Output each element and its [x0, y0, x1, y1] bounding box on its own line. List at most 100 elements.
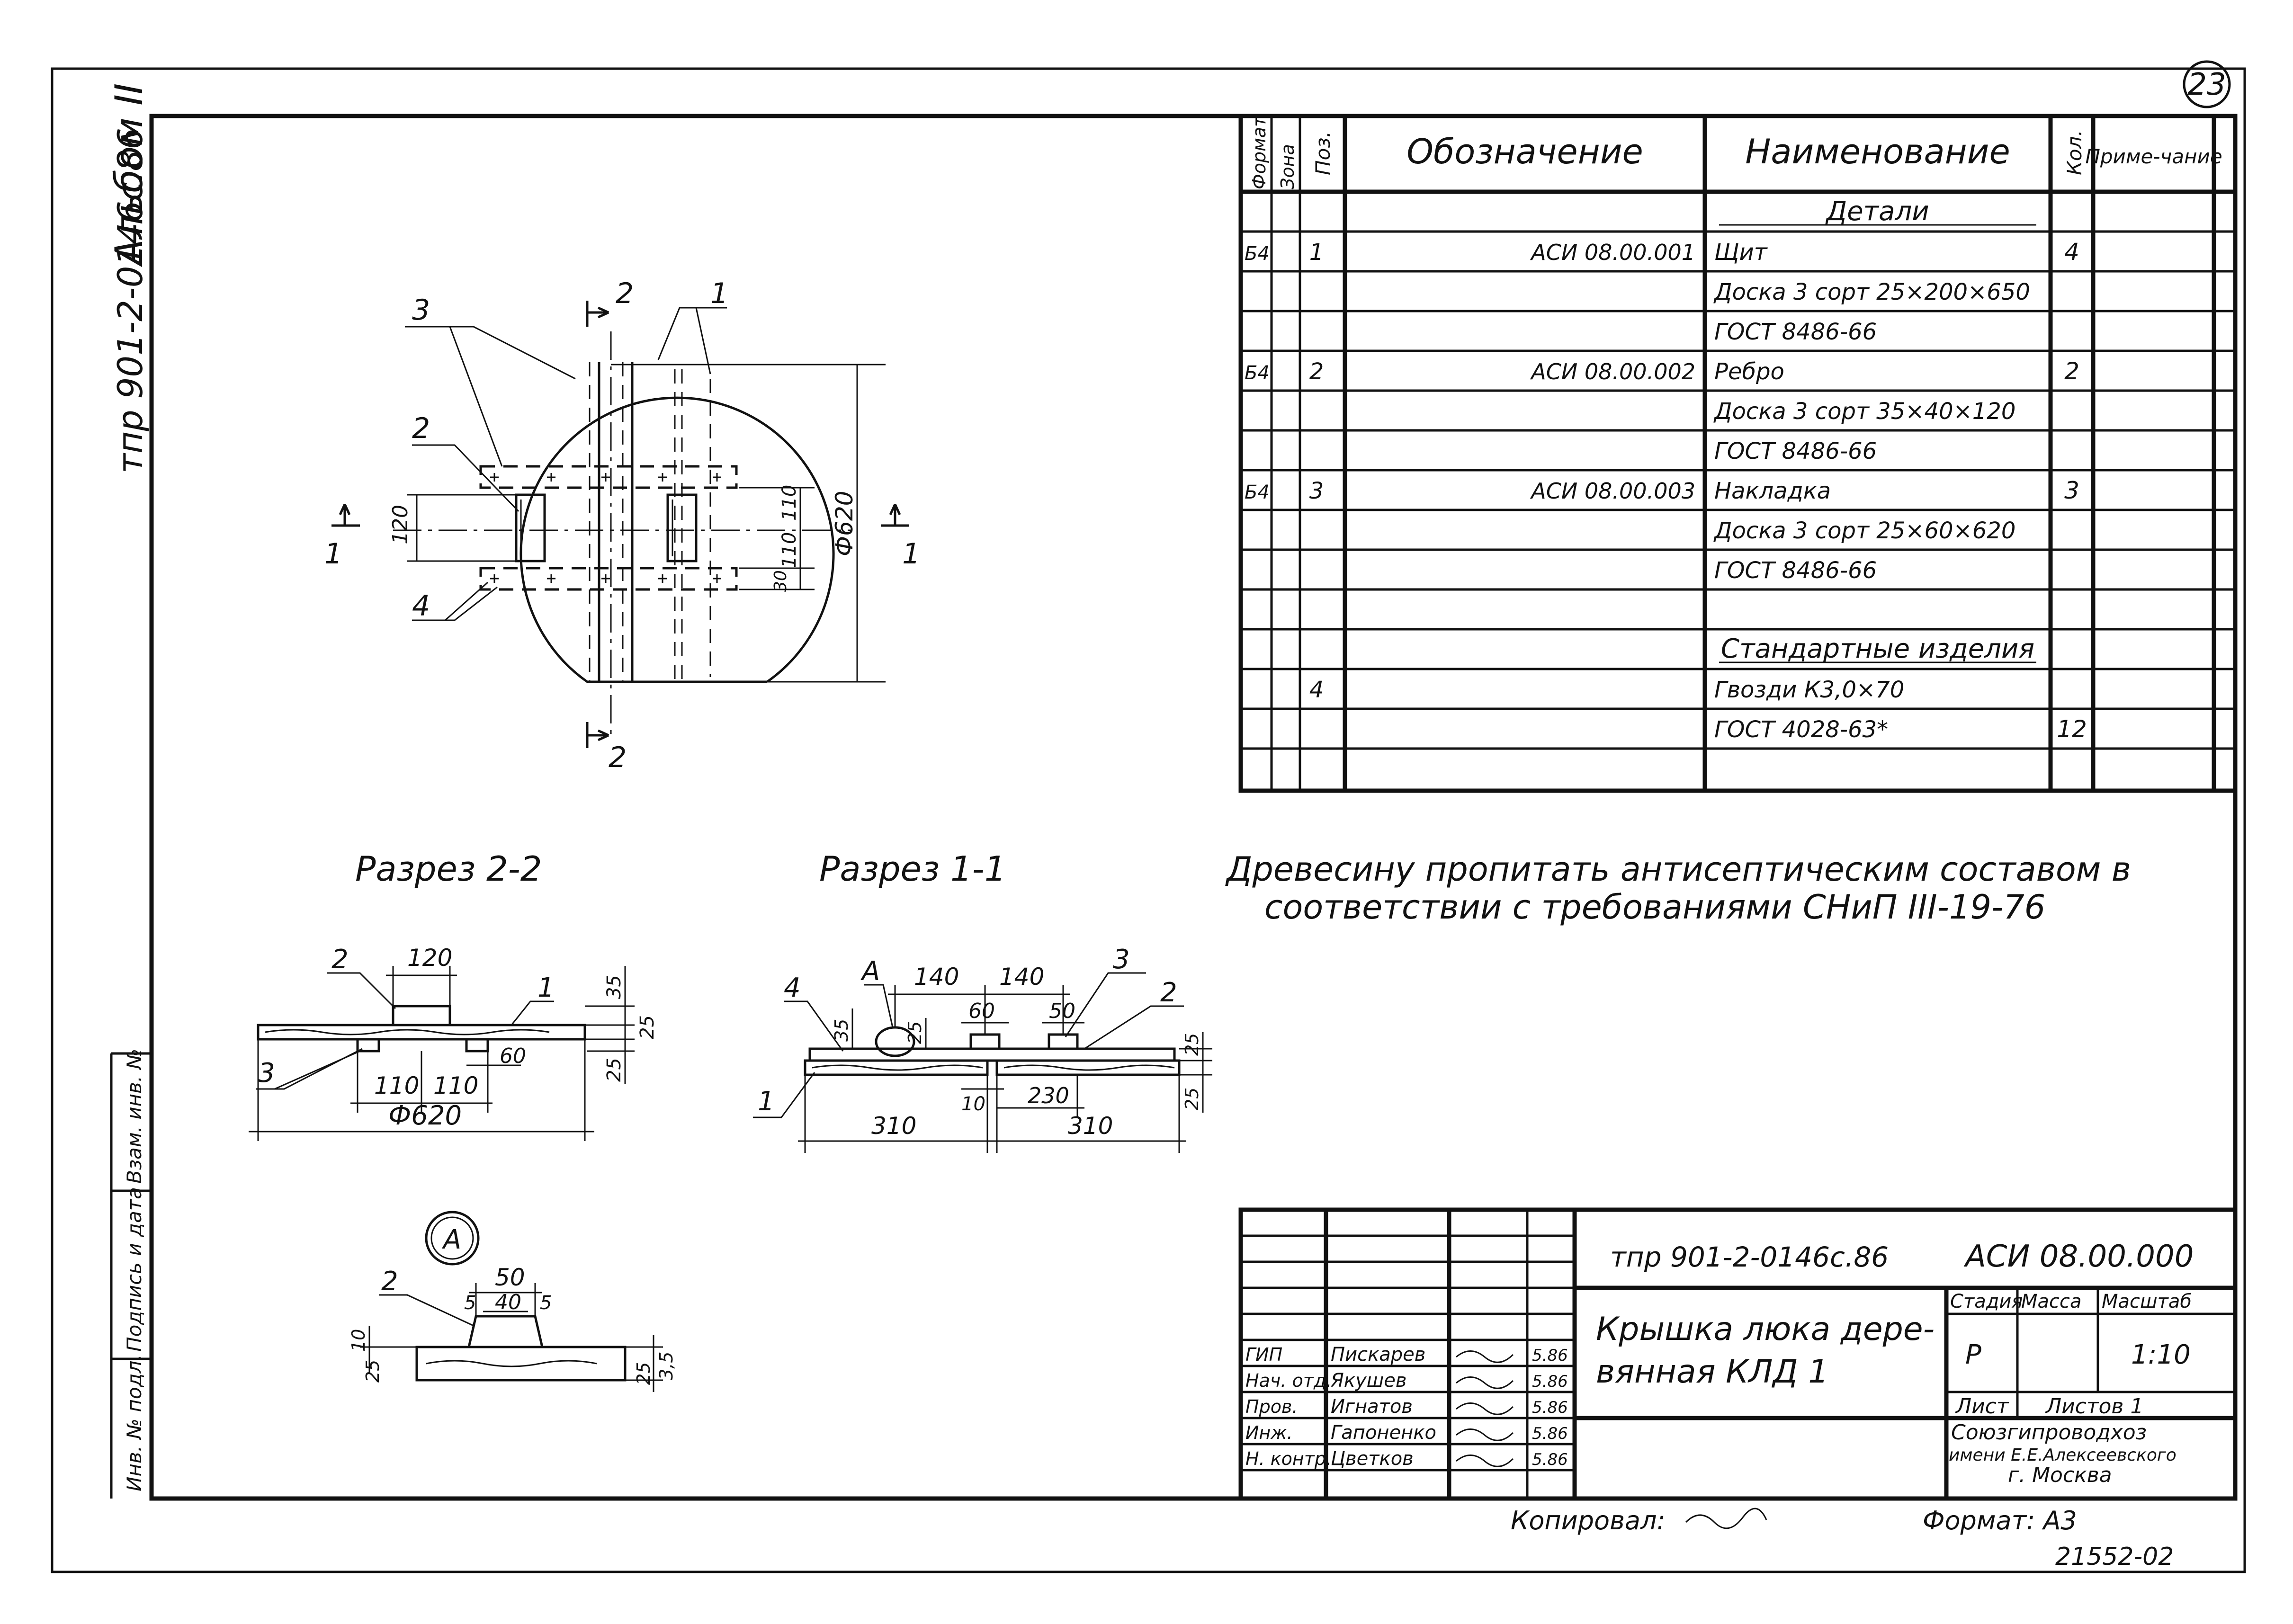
note-line-1: Древесину пропитать антисептическим сост…: [1225, 850, 2131, 889]
staff-2-signature: [1456, 1402, 1514, 1415]
page-number-circle: [2183, 60, 2231, 108]
plan-mark-2-bottom: 2: [609, 741, 627, 774]
rib-left: [515, 493, 546, 562]
staff-4-date: 5.86: [1532, 1450, 1568, 1469]
s11-dim-140-left: 140: [914, 963, 959, 990]
detail-a-dim-25-left: 25: [362, 1360, 383, 1383]
s11-dim-140-right: 140: [999, 963, 1044, 990]
detail-a-dim-3-5: 3,5: [656, 1352, 677, 1380]
spec-row-4-qty: 2: [2064, 357, 2079, 385]
tb-title-line-1: Крышка люка дере-: [1596, 1311, 1935, 1348]
spec-row-12-pos: 4: [1309, 677, 1324, 703]
s22-dim-35: 35: [603, 975, 625, 999]
spec-row-4-name: Ребро: [1714, 358, 1784, 385]
header-zone: Зона: [1277, 144, 1298, 189]
tb-scale-label: Масштаб: [2102, 1291, 2192, 1312]
spec-row-12-name: Гвозди К3,0×70: [1714, 677, 1904, 703]
tb-title-line-2: вянная КЛД 1: [1596, 1353, 1829, 1391]
staff-0-signature: [1456, 1350, 1514, 1363]
detail-a-dim-5-left: 5: [464, 1292, 476, 1314]
header-qty: Кол.: [2063, 130, 2086, 175]
spec-row-2-name: Доска 3 сорт 25×200×650: [1713, 279, 2030, 305]
spec-row-6-name: ГОСТ 8486-66: [1714, 438, 1877, 464]
spec-row-4-format: Б4: [1245, 362, 1270, 384]
replacement-label: Взам. инв. №: [123, 1049, 146, 1184]
spec-row-13-name: ГОСТ 4028-63*: [1714, 716, 1888, 743]
spec-row-1-name: Щит: [1714, 239, 1768, 266]
staff-4-name: Цветков: [1331, 1448, 1414, 1470]
plan-dim-diameter: Ф620: [831, 491, 858, 556]
staff-2-role: Пров.: [1245, 1396, 1298, 1417]
s22-dim-diameter: Ф620: [388, 1100, 462, 1131]
staff-1-name: Якушев: [1330, 1370, 1406, 1392]
staff-3-name: Гапоненко: [1331, 1422, 1436, 1444]
detail-a-dim-10: 10: [348, 1329, 369, 1352]
spec-row-8-name: Доска 3 сорт 25×60×620: [1713, 518, 2015, 544]
tb-scale: 1:10: [2131, 1339, 2191, 1370]
plan-mark-1-left: 1: [324, 537, 342, 571]
s11-dim-310-left: 310: [871, 1112, 916, 1140]
tb-sheet-label: Лист: [1955, 1394, 2009, 1419]
section-2-2-title: Разрез 2-2: [355, 849, 542, 889]
copied-signature: [1685, 1508, 1767, 1529]
inner-frame: [149, 114, 2238, 1501]
staff-2-name: Игнатов: [1331, 1396, 1413, 1418]
s11-leader-1: 1: [758, 1086, 775, 1117]
staff-4-signature: [1456, 1454, 1514, 1467]
spec-row-4-designation: АСИ 08.00.002: [1530, 359, 1695, 384]
plan-mark-2-top: 2: [616, 277, 634, 310]
staff-4-role: Н. контр.: [1245, 1448, 1332, 1469]
spec-row-7-pos: 3: [1309, 478, 1324, 504]
format-label: Формат: А3: [1923, 1506, 2077, 1535]
spec-row-7-name: Накладка: [1714, 478, 1831, 504]
cover-outline: [520, 396, 835, 683]
side-project-code: тпр 901-2-0146с.86: [110, 128, 150, 473]
staff-0-name: Пискарев: [1331, 1344, 1425, 1365]
spec-row-13-qty: 12: [2057, 715, 2087, 743]
staff-3-signature: [1456, 1428, 1514, 1441]
signature-label: Подпись и дата: [123, 1187, 146, 1352]
header-pos: Поз.: [1311, 131, 1335, 175]
section-1-1: Разрез 1-1 140 140 60 50 35 25 25: [753, 849, 1212, 1153]
spec-row-7-designation: АСИ 08.00.003: [1530, 478, 1695, 504]
staff-2-date: 5.86: [1532, 1398, 1568, 1417]
staff-0-date: 5.86: [1532, 1346, 1568, 1365]
spec-row-7-format: Б4: [1245, 482, 1270, 503]
plan-dim-30: 30: [771, 570, 790, 592]
plan-leader-3: 3: [412, 294, 430, 327]
s11-dim-60: 60: [968, 999, 995, 1023]
s11-dim-35: 35: [831, 1019, 852, 1042]
header-format: Формат: [1249, 116, 1270, 189]
plan-mark-1-right: 1: [902, 537, 920, 571]
s11-dim-230: 230: [1028, 1083, 1069, 1108]
note-line-2: соответствии с требованиями СНиП III-19-…: [1264, 888, 2045, 927]
copied-by-label: Копировал:: [1511, 1506, 1666, 1535]
detail-a-dim-25-right: 25: [633, 1362, 654, 1385]
staff-0-role: ГИП: [1245, 1344, 1282, 1365]
s11-dim-25-top: 25: [1182, 1033, 1202, 1056]
detail-a: А 50 40 5 5 10 25 25 3,5 2: [348, 1211, 677, 1392]
s22-dim-25-bottom: 25: [603, 1058, 625, 1082]
spec-row-11-name: Стандартные изделия: [1721, 634, 2034, 664]
s11-dim-10: 10: [961, 1093, 985, 1115]
tb-sheets-label: Листов 1: [2045, 1394, 2143, 1419]
detail-a-dim-50: 50: [495, 1264, 525, 1291]
tb-project: тпр 901-2-0146с.86: [1610, 1241, 1889, 1273]
outer-frame: [51, 67, 2246, 1573]
staff-3-date: 5.86: [1532, 1424, 1568, 1443]
s22-dim-60: 60: [500, 1044, 526, 1068]
plan-dim-110-top: 110: [779, 485, 800, 521]
header-note: Приме-чание: [2085, 145, 2222, 168]
spec-row-7-qty: 3: [2064, 477, 2079, 504]
staff-1-date: 5.86: [1532, 1372, 1568, 1391]
detail-a-leader-2: 2: [381, 1266, 398, 1297]
detail-a-dim-40: 40: [495, 1290, 521, 1314]
s11-leader-4: 4: [784, 973, 801, 1003]
plan-view: 1 1 2 2 3 1 2 4 120 110 110 30: [324, 277, 920, 774]
s11-dim-25-mid: 25: [905, 1021, 925, 1044]
plan-dim-120: 120: [388, 505, 412, 544]
